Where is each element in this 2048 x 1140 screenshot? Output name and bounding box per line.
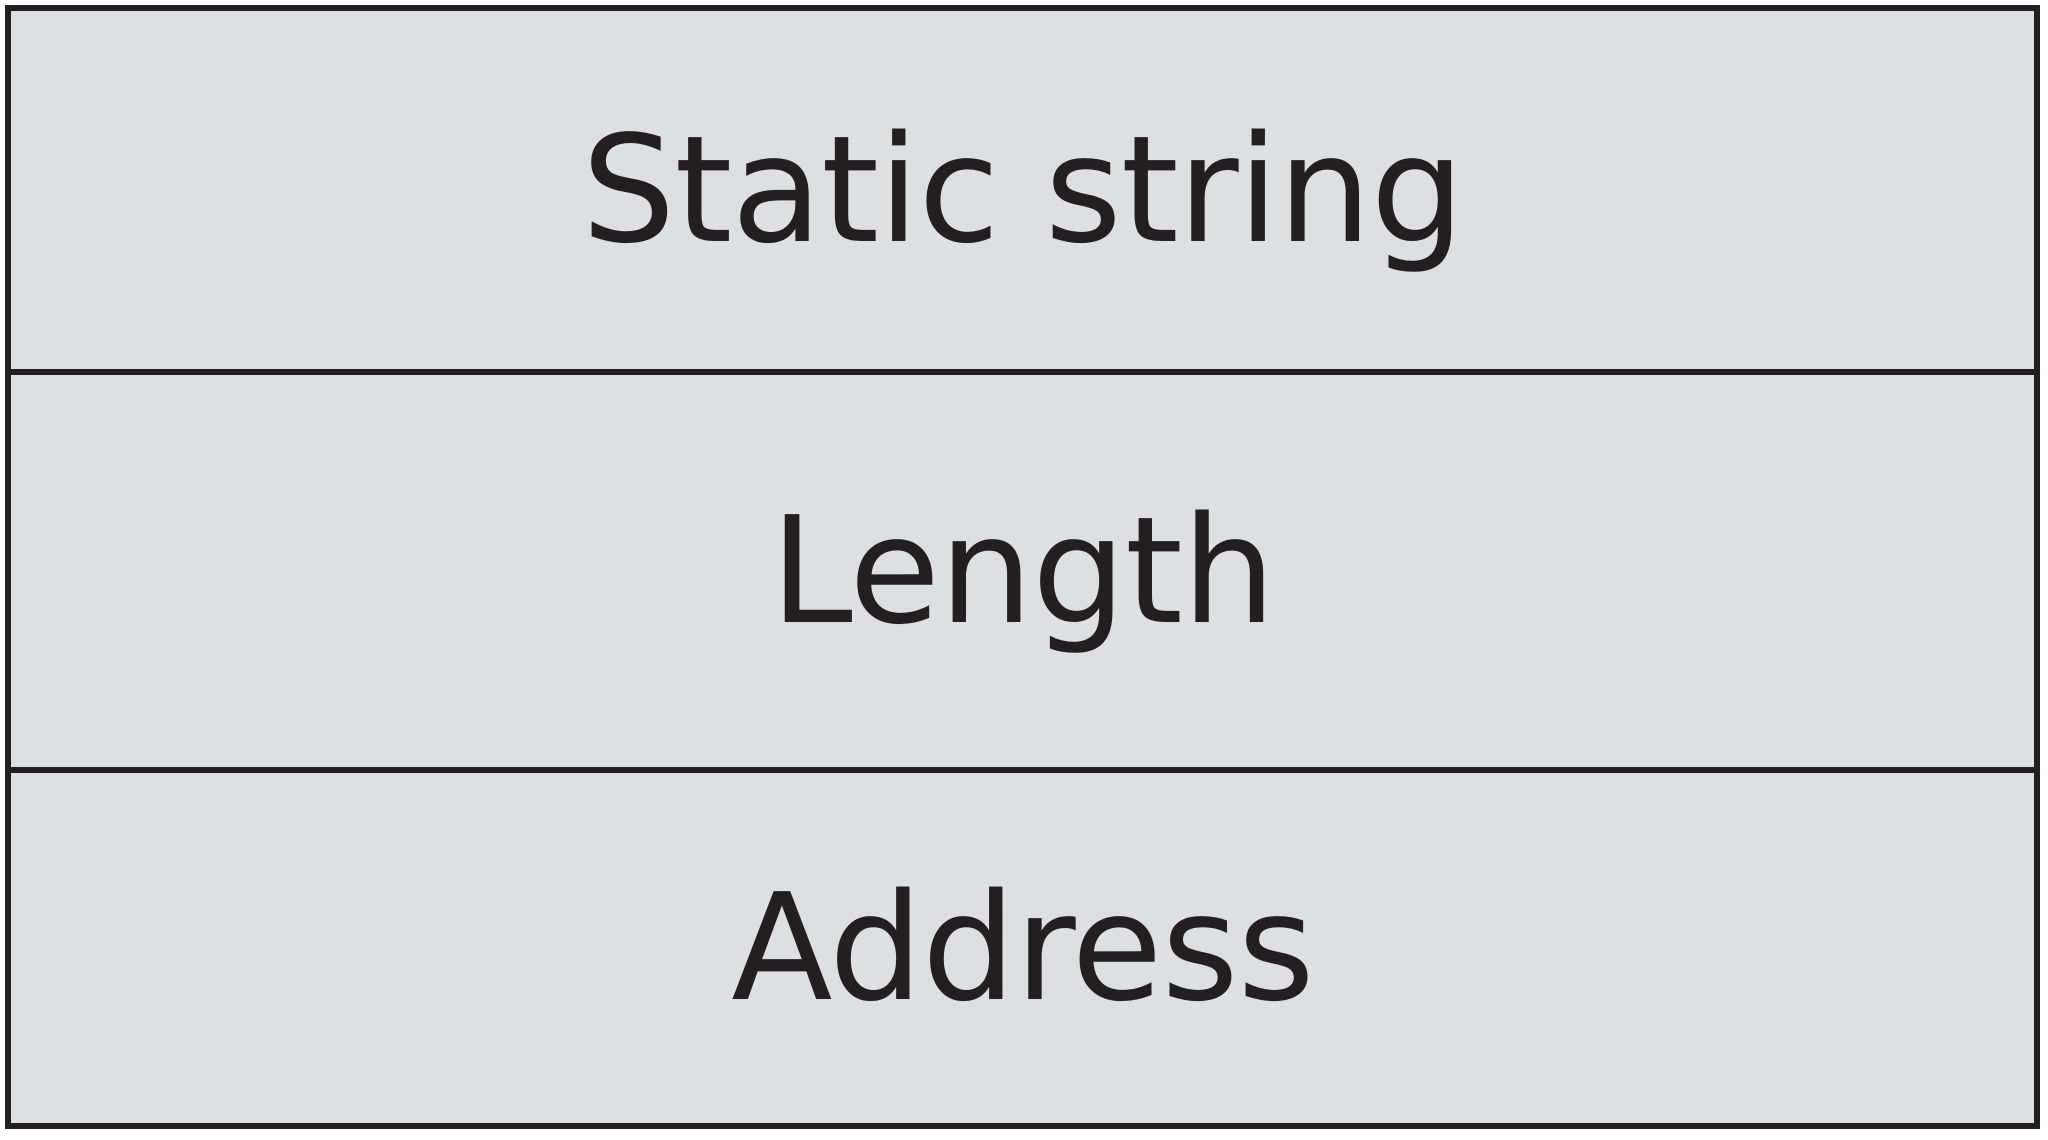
- row-label-length: Length: [770, 485, 1275, 657]
- row-length: Length: [11, 375, 2034, 773]
- row-label-static-string: Static string: [581, 104, 1464, 276]
- row-address: Address: [11, 773, 2034, 1123]
- row-static-string: Static string: [11, 11, 2034, 375]
- row-label-address: Address: [731, 862, 1314, 1034]
- struct-diagram: Static string Length Address: [5, 5, 2040, 1129]
